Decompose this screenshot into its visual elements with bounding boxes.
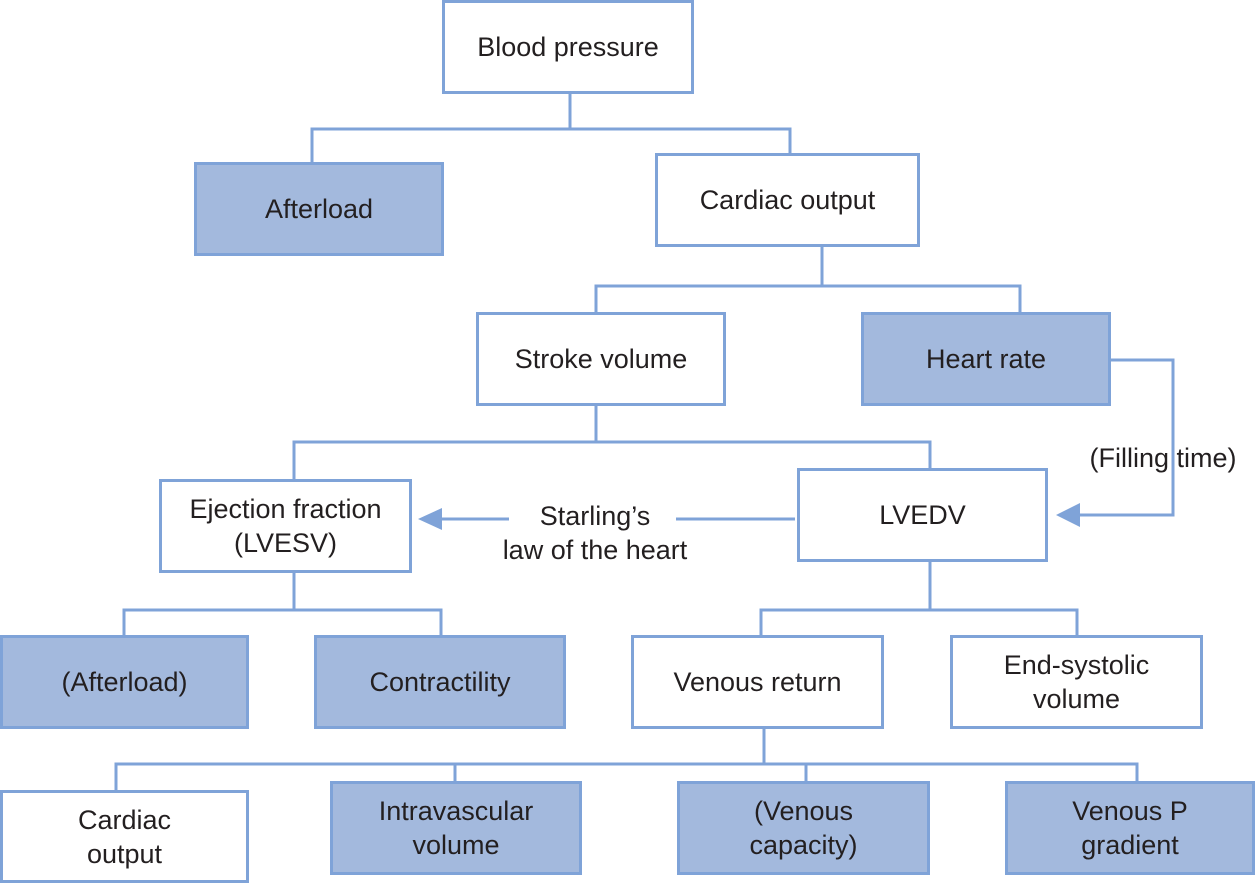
edge-vr-split — [114, 762, 1139, 790]
edge-co-split — [594, 284, 1022, 314]
node-ejection-fraction: Ejection fraction (LVESV) — [159, 479, 412, 573]
node-afterload-parenthetical: (Afterload) — [0, 635, 249, 729]
node-heart-rate: Heart rate — [861, 312, 1111, 406]
node-intravascular-volume: Intravascular volume — [330, 781, 582, 875]
edge-ef-split — [122, 608, 443, 637]
node-contractility: Contractility — [314, 635, 566, 729]
node-end-systolic-volume: End-systolic volume — [950, 635, 1203, 729]
edge-lvedv-split — [759, 608, 1079, 637]
node-stroke-volume: Stroke volume — [476, 312, 726, 406]
arrowhead-filling-time — [1056, 503, 1080, 527]
node-venous-capacity: (Venous capacity) — [677, 781, 930, 875]
label-starlings-law: Starling’s law of the heart — [502, 501, 688, 565]
edge-bp-afterload — [310, 127, 792, 164]
node-afterload: Afterload — [194, 162, 444, 256]
node-venous-return: Venous return — [631, 635, 884, 729]
edge-sv-split — [292, 440, 932, 481]
arrowhead-starling — [418, 508, 442, 530]
node-blood-pressure: Blood pressure — [442, 0, 694, 94]
node-cardiac-output-2: Cardiac output — [0, 790, 249, 883]
label-filling-time: (Filling time) — [1089, 443, 1237, 473]
edge-filling-time — [1078, 358, 1175, 517]
node-cardiac-output: Cardiac output — [655, 153, 920, 247]
node-venous-p-gradient: Venous P gradient — [1005, 781, 1255, 875]
node-lvedv: LVEDV — [797, 468, 1048, 562]
